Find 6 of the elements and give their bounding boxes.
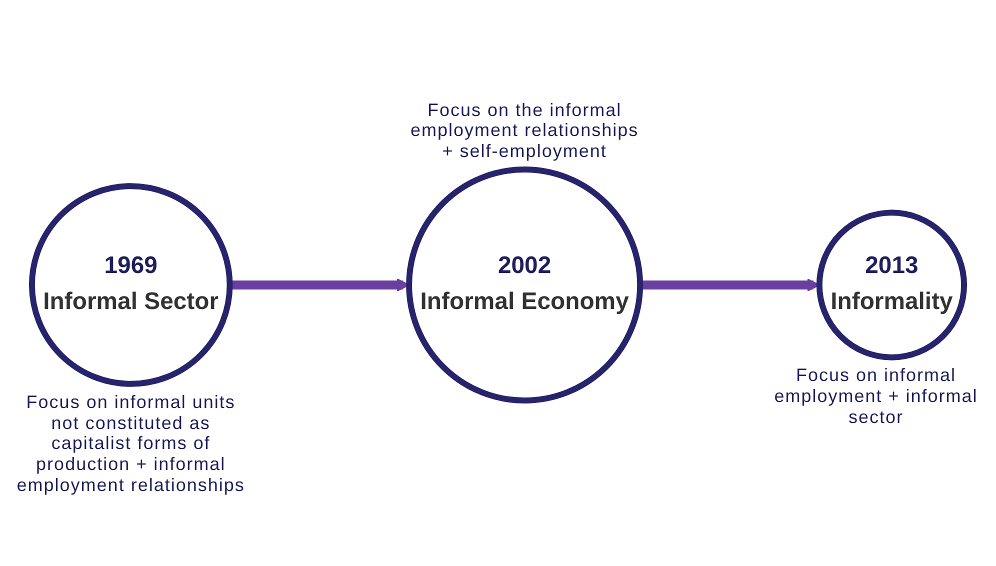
note-text: Focus on the informal employment relationships + self-employment <box>410 100 640 162</box>
note-text: Focus on informal units not constituted as capitalist forms of production + informal employment relationships <box>16 392 246 496</box>
note-text: Focus on informal employment + informal sector <box>773 365 979 428</box>
node-circle: 2002 Informal Economy <box>406 166 644 404</box>
node-circle: 1969 Informal Sector <box>28 183 233 387</box>
node-circle: 2013 Informality <box>816 210 968 360</box>
